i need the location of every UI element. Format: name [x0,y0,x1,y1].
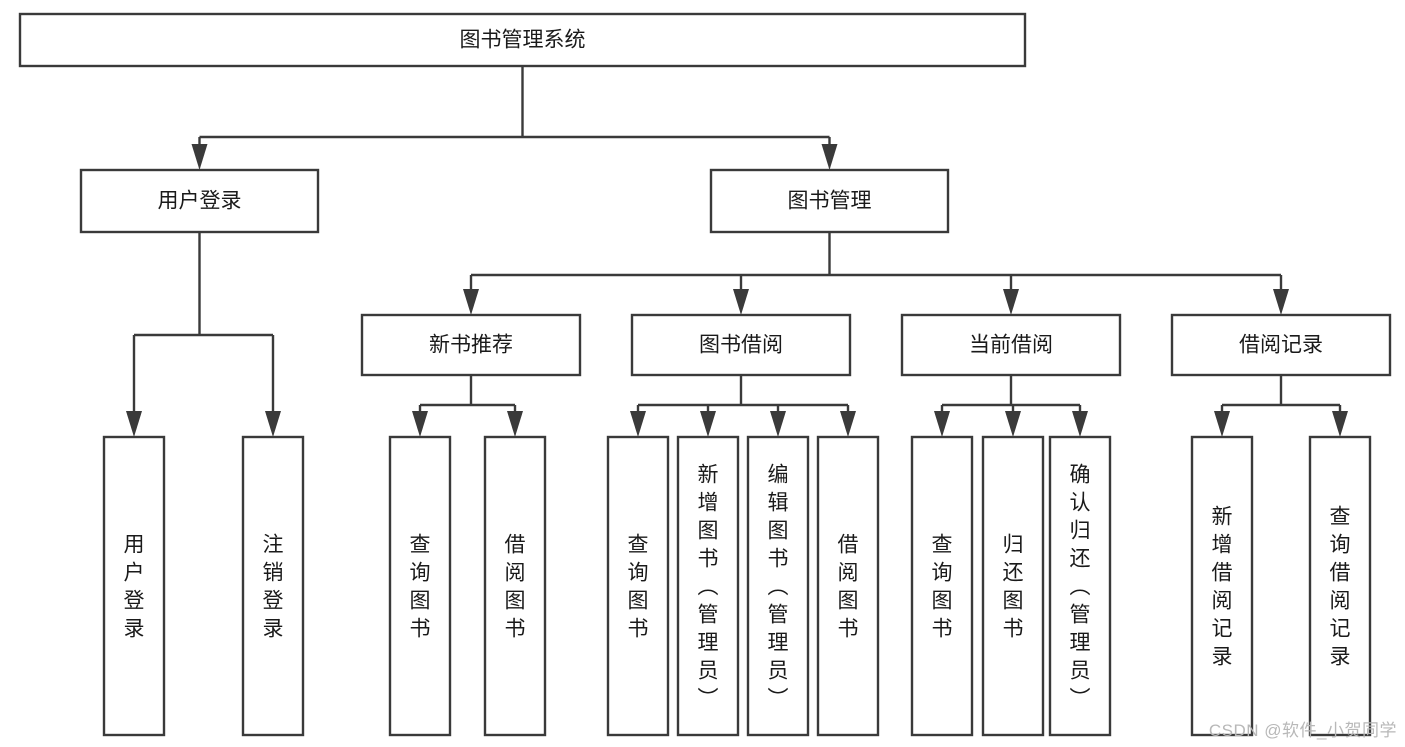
node-leaf-query-book-2[interactable]: 查询图书 [606,435,670,737]
connector-edge-borrow-split [630,375,856,437]
node-label: 编辑图书︵管理员︶ [768,463,789,710]
node-label: 确认归还︵管理员︶ [1070,463,1091,710]
node-label: 借阅记录 [1239,334,1323,357]
connector-edge-login-split [126,232,281,437]
connectors-layer [126,66,1348,437]
node-label: 新增图书︵管理员︶ [698,463,719,710]
node-leaf-borrow-book-2[interactable]: 借阅图书 [816,435,880,737]
node-leaf-query-book-1[interactable]: 查询图书 [388,435,452,737]
connector-edge-bookmgmt-split [463,232,1289,315]
node-leaf-return-book[interactable]: 归还图书 [981,435,1045,737]
node-leaf-logout[interactable]: 注销登录 [241,435,305,737]
node-leaf-query-book-3[interactable]: 查询图书 [910,435,974,737]
node-label: 新增借阅记录 [1212,505,1233,668]
connector-edge-current-split [934,375,1088,437]
node-label: 新书推荐 [429,334,513,357]
node-label: 借阅图书 [838,533,859,640]
connector-edge-root-split [191,66,838,170]
node-label: 查询图书 [410,533,431,640]
node-label: 归还图书 [1003,533,1024,640]
node-label: 查询图书 [932,533,953,640]
node-label: 查询借阅记录 [1330,505,1351,668]
node-leaf-query-record[interactable]: 查询借阅记录 [1308,435,1372,737]
node-leaf-borrow-book-1[interactable]: 借阅图书 [483,435,547,737]
node-label: 注销登录 [263,533,284,640]
node-leaf-add-book[interactable]: 新增图书︵管理员︶ [676,435,740,737]
node-label: 图书管理系统 [460,29,586,52]
node-leaf-confirm-return[interactable]: 确认归还︵管理员︶ [1048,435,1112,737]
node-label: 图书管理 [788,190,872,213]
connector-edge-newbook-split [412,375,523,437]
node-bookmgmt[interactable]: 图书管理 [709,168,950,234]
node-label: 用户登录 [158,190,242,213]
node-records[interactable]: 借阅记录 [1170,313,1392,377]
node-label: 查询图书 [628,533,649,640]
node-label: 图书借阅 [699,334,783,357]
node-root[interactable]: 图书管理系统 [18,12,1027,68]
node-login[interactable]: 用户登录 [79,168,320,234]
node-label: 用户登录 [124,533,145,640]
node-label: 当前借阅 [969,334,1053,357]
nodes-layer: 图书管理系统用户登录图书管理新书推荐图书借阅当前借阅借阅记录用户登录注销登录查询… [18,12,1392,737]
watermark-label: CSDN @软件_小贺同学 [1208,721,1397,740]
node-leaf-add-record[interactable]: 新增借阅记录 [1190,435,1254,737]
node-newbook[interactable]: 新书推荐 [360,313,582,377]
connector-edge-records-split [1214,375,1348,437]
node-borrow[interactable]: 图书借阅 [630,313,852,377]
node-leaf-edit-book[interactable]: 编辑图书︵管理员︶ [746,435,810,737]
node-leaf-user-login[interactable]: 用户登录 [102,435,166,737]
node-label: 借阅图书 [505,533,526,640]
node-current[interactable]: 当前借阅 [900,313,1122,377]
